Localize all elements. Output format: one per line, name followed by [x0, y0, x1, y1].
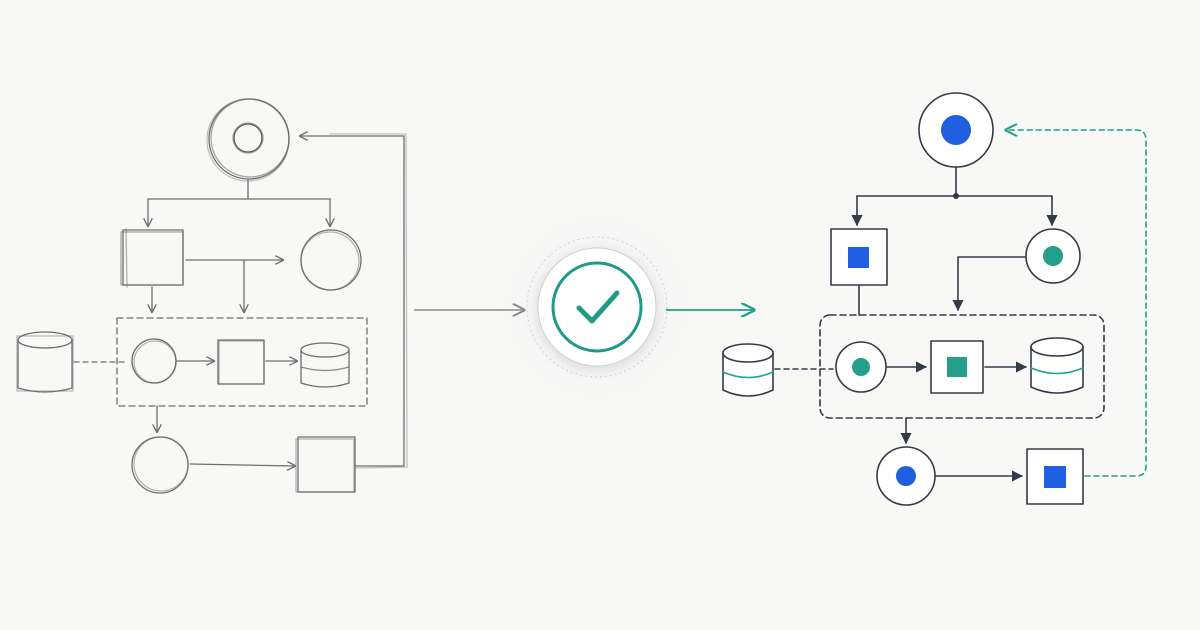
sketch-dashed-group: [116, 317, 368, 407]
clean-database-outer: [722, 343, 774, 397]
sketch-box-2: [217, 339, 265, 385]
clean-circle-2: [835, 341, 887, 393]
sketch-database-inner: [300, 342, 350, 388]
clean-dashed-group: [819, 314, 1105, 419]
checkmark-badge: [537, 247, 657, 367]
sketch-circle-1: [300, 229, 362, 291]
sketch-edge-circle3-box3: [189, 464, 295, 466]
clean-box-2: [930, 340, 984, 394]
clean-box-3: [1026, 448, 1084, 505]
sketch-box-1: [120, 228, 184, 288]
clean-edge-circle1-to-group: [952, 256, 1026, 312]
clean-box-1: [830, 228, 888, 286]
clean-start-node: [918, 92, 994, 168]
clean-feedback-loop: [1006, 130, 1147, 477]
clean-circle-1: [1025, 228, 1081, 284]
sketch-circle-3: [131, 436, 189, 494]
checkmark-icon: [576, 290, 620, 324]
clean-database-inner: [1030, 337, 1084, 394]
sketch-feedback-loop: [300, 136, 405, 467]
transformation-indicator: [414, 192, 754, 422]
clean-circle-3: [876, 446, 936, 506]
sketch-start-node: [206, 98, 290, 182]
sketch-database-outer: [16, 331, 74, 393]
sketch-box-3: [295, 436, 356, 493]
clean-diagram: [722, 92, 1147, 506]
sketch-diagram: [16, 98, 408, 494]
sketch-circle-2: [131, 338, 177, 384]
